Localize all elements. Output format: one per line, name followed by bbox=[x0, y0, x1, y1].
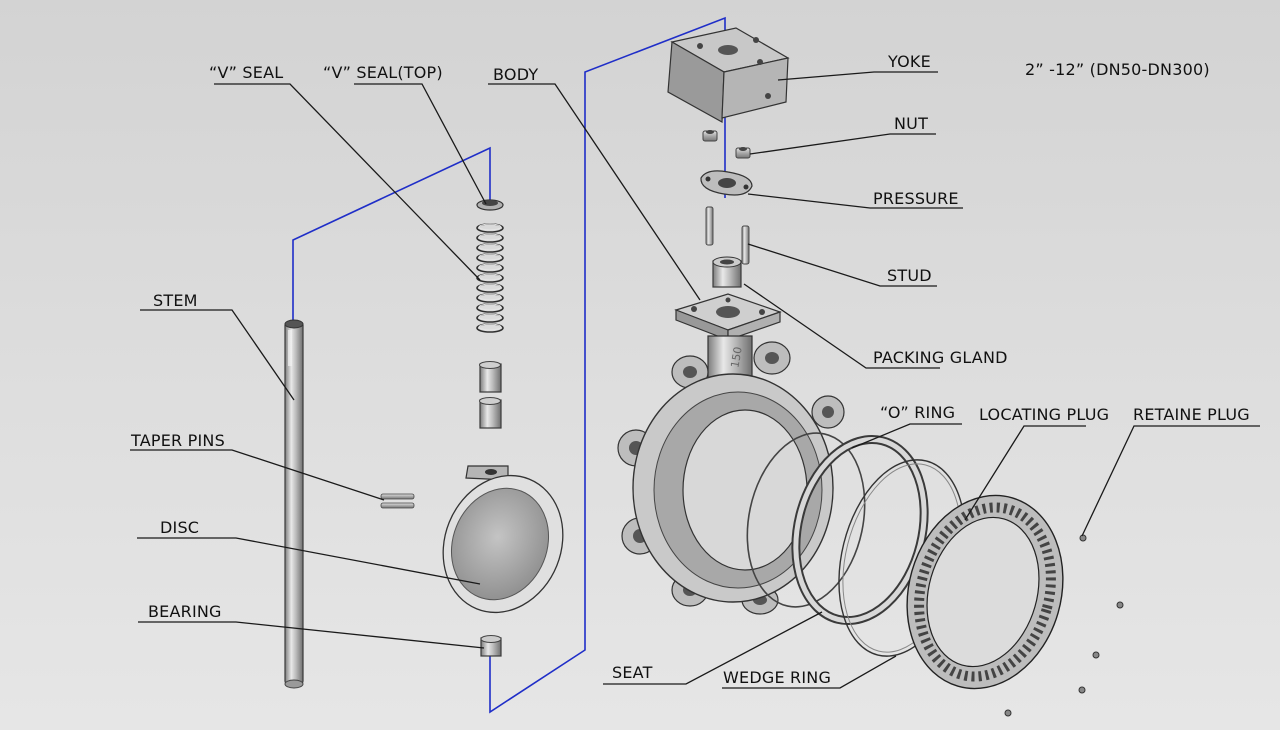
leader-packing-gland bbox=[743, 283, 940, 369]
leader-bearing bbox=[138, 621, 485, 649]
leader-o-ring bbox=[851, 423, 962, 449]
v-seal-stack bbox=[476, 223, 504, 333]
nut-part bbox=[702, 130, 751, 159]
stem-part bbox=[284, 319, 304, 689]
label-yoke: YOKE bbox=[888, 52, 931, 71]
label-wedge-ring: WEDGE RING bbox=[723, 668, 832, 687]
leader-disc bbox=[137, 537, 481, 585]
leader-locating-plug bbox=[964, 425, 1086, 521]
v-seal-ring-highlight bbox=[478, 233, 502, 241]
pressure-plate-part bbox=[700, 170, 753, 196]
v-seal-ring-highlight bbox=[478, 303, 502, 311]
label-disc: DISC bbox=[160, 518, 200, 537]
leader-lines bbox=[130, 71, 1260, 689]
label-v-seal: “V” SEAL bbox=[209, 63, 284, 82]
label-v-seal-top: “V” SEAL(TOP) bbox=[323, 63, 443, 82]
label-stud: STUD bbox=[887, 266, 932, 285]
packing-gland-part bbox=[712, 256, 742, 288]
locating-plug-part bbox=[906, 494, 1064, 690]
v-seal-ring-highlight bbox=[478, 293, 502, 301]
label-taper-pins: TAPER PINS bbox=[131, 431, 225, 450]
label-size-range: 2” -12” (DN50-DN300) bbox=[1025, 60, 1210, 79]
packing-sleeves bbox=[479, 361, 502, 429]
retaine-plug-part bbox=[1004, 534, 1124, 717]
disc-part bbox=[442, 465, 564, 614]
v-seal-ring-highlight bbox=[478, 323, 502, 331]
body-part: 150 bbox=[617, 293, 845, 615]
v-seal-ring-highlight bbox=[478, 273, 502, 281]
label-retaine-plug: RETAINE PLUG bbox=[1133, 405, 1250, 424]
leader-nut bbox=[749, 133, 936, 155]
v-seal-ring-highlight bbox=[478, 313, 502, 321]
label-packing-gland: PACKING GLAND bbox=[873, 348, 1008, 367]
leader-taper-pins bbox=[130, 449, 385, 501]
v-seal-ring-highlight bbox=[478, 223, 502, 231]
bearing-part bbox=[480, 635, 502, 657]
label-body: BODY bbox=[493, 65, 539, 84]
leader-v-seal-top bbox=[354, 83, 487, 205]
label-seat: SEAT bbox=[612, 663, 653, 682]
v-seal-ring-highlight bbox=[478, 283, 502, 291]
leader-pressure bbox=[747, 193, 963, 209]
label-o-ring: “O” RING bbox=[880, 403, 956, 422]
label-nut: NUT bbox=[894, 114, 929, 133]
stud-part bbox=[705, 206, 750, 265]
v-seal-ring-highlight bbox=[478, 263, 502, 271]
label-pressure: PRESSURE bbox=[873, 189, 959, 208]
leader-stud bbox=[747, 243, 937, 287]
label-bearing: BEARING bbox=[148, 602, 222, 621]
leader-body bbox=[488, 83, 701, 301]
v-seal-top-part bbox=[476, 199, 504, 211]
label-locating-plug: LOCATING PLUG bbox=[979, 405, 1110, 424]
leader-v-seal bbox=[214, 83, 481, 281]
leader-yoke bbox=[777, 71, 938, 81]
label-stem: STEM bbox=[153, 291, 198, 310]
seat-part bbox=[791, 434, 929, 626]
leader-retaine-plug bbox=[1081, 425, 1260, 537]
leader-seat bbox=[603, 611, 823, 685]
leader-wedge-ring bbox=[722, 655, 897, 689]
yoke-part bbox=[667, 27, 790, 123]
taper-pins-part bbox=[380, 493, 415, 509]
o-ring-part bbox=[746, 432, 866, 608]
v-seal-ring-highlight bbox=[478, 243, 502, 251]
body-pressure-class-mark: 150 bbox=[728, 346, 744, 369]
leader-stem bbox=[140, 309, 295, 401]
v-seal-ring-highlight bbox=[478, 253, 502, 261]
stem-axis-line bbox=[292, 146, 491, 320]
